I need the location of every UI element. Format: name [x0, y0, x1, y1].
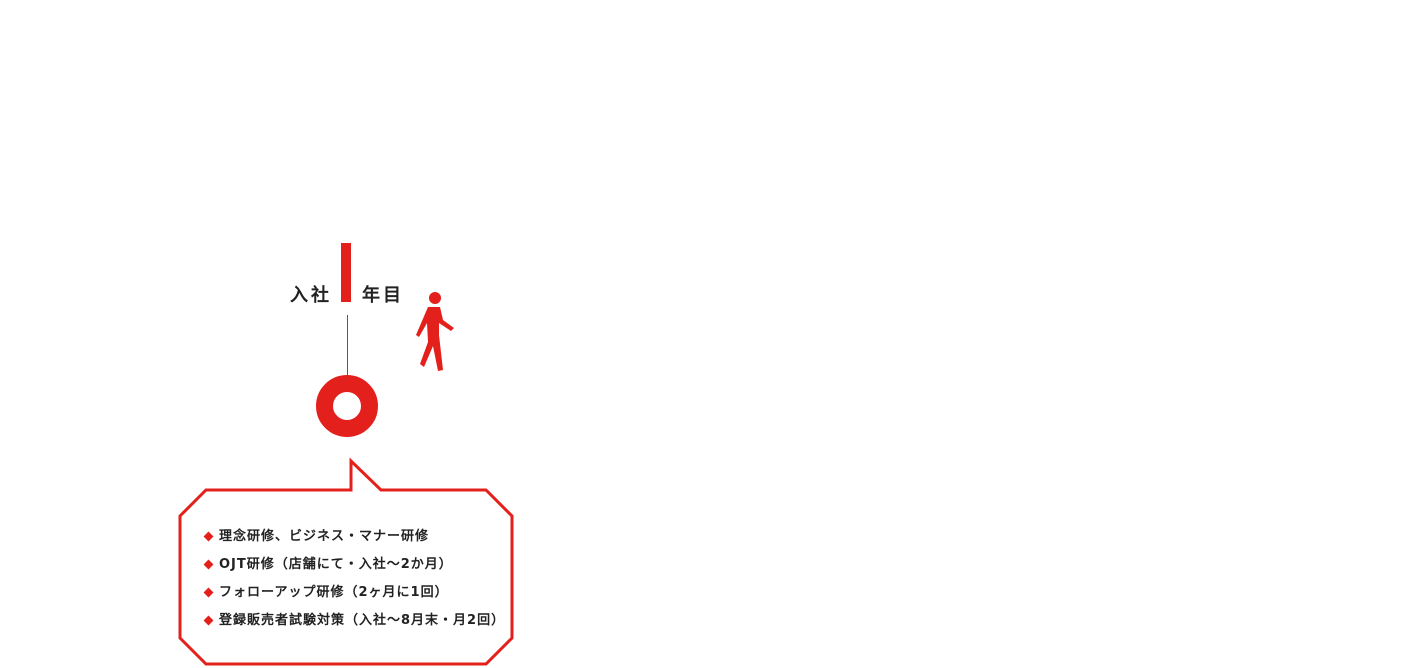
diamond-icon [203, 615, 214, 626]
person-walking-icon [416, 292, 454, 371]
year-number-bar [341, 243, 351, 302]
milestone-suffix: 年目 [362, 285, 404, 306]
list-item: OJT研修（店舗にて・入社～2か月） [203, 555, 505, 583]
training-item-label: OJT研修（店舗にて・入社～2か月） [219, 557, 453, 572]
diamond-icon [203, 531, 214, 542]
list-item: 登録販売者試験対策（入社～8月末・月2回） [203, 611, 506, 639]
diamond-icon [203, 587, 214, 598]
training-list: 理念研修、ビジネス・マナー研修 OJT研修（店舗にて・入社～2か月） フォローア… [203, 527, 506, 639]
list-item: フォローアップ研修（2ヶ月に1回） [203, 583, 505, 611]
list-item: 理念研修、ビジネス・マナー研修 [203, 527, 505, 555]
training-item-label: 理念研修、ビジネス・マナー研修 [219, 529, 430, 544]
diamond-icon [203, 559, 214, 570]
training-item-label: 登録販売者試験対策（入社～8月末・月2回） [219, 613, 506, 628]
timeline-node [316, 375, 378, 437]
timeline-connector [347, 315, 348, 377]
training-item-label: フォローアップ研修（2ヶ月に1回） [219, 585, 449, 600]
milestone-prefix: 入社 [290, 285, 332, 306]
